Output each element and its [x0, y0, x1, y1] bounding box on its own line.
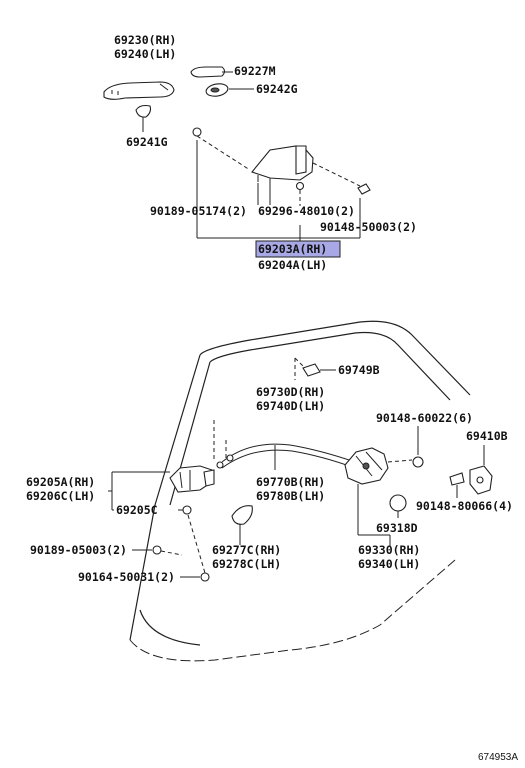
label-90148-60022: 90148-60022(6) — [376, 411, 473, 425]
label-69330-rh: 69330(RH) — [358, 543, 420, 557]
label-69730d-rh: 69730D(RH) — [256, 385, 325, 399]
handle-cover-69227M — [190, 66, 233, 78]
door-lock-part — [344, 447, 413, 546]
clip-69749B — [294, 357, 336, 380]
frame-leader-lines — [196, 135, 361, 245]
label-69780b-lh: 69780B(LH) — [256, 489, 325, 503]
pad-69241G — [135, 104, 152, 132]
label-90164-50031: 90164-50031(2) — [78, 570, 175, 584]
label-69204a-lh: 69204A(LH) — [258, 258, 327, 272]
striker-69410B — [449, 445, 493, 498]
label-69242g: 69242G — [256, 82, 298, 96]
diagram-id: 674953A — [478, 752, 518, 763]
inside-handle-part — [169, 465, 215, 515]
pad-69242G — [205, 83, 254, 97]
label-69296-48010: 69296-48010(2) — [258, 204, 355, 218]
outside-handle-part — [103, 81, 175, 100]
label-69410b: 69410B — [466, 429, 508, 443]
label-90189-05003: 90189-05003(2) — [30, 543, 127, 557]
label-69241g: 69241G — [126, 135, 168, 149]
bumper-69318D — [389, 494, 407, 518]
label-90148-50003: 90148-50003(2) — [320, 220, 417, 234]
label-69206c-lh: 69206C(LH) — [26, 489, 95, 503]
label-69770b-rh: 69770B(RH) — [256, 475, 325, 489]
screw-90148-60022 — [412, 426, 424, 468]
label-69205a-rh: 69205A(RH) — [26, 475, 95, 489]
door-outline — [129, 320, 471, 662]
left-leaders — [108, 471, 200, 578]
cable-part — [213, 420, 356, 470]
label-69205c: 69205C — [116, 503, 158, 517]
label-69318d: 69318D — [376, 521, 418, 535]
handle-frame-part — [192, 127, 371, 195]
label-90148-80066: 90148-80066(4) — [416, 499, 513, 513]
label-69278c-lh: 69278C(LH) — [212, 557, 281, 571]
label-69277c-rh: 69277C(RH) — [212, 543, 281, 557]
label-90189-05174: 90189-05174(2) — [150, 204, 247, 218]
bezel-part — [231, 505, 253, 545]
bolts-lower — [152, 514, 210, 582]
label-69740d-lh: 69740D(LH) — [256, 399, 325, 413]
highlight-box — [255, 240, 341, 258]
part-labels: 69230(RH) 69240(LH) 69227M 69242G 69241G… — [26, 33, 518, 763]
label-69230-rh: 69230(RH) — [114, 33, 176, 47]
label-69749b: 69749B — [338, 363, 380, 377]
label-69203a-rh: 69203A(RH) — [258, 242, 327, 256]
label-69227m: 69227M — [234, 64, 276, 78]
label-69240-lh: 69240(LH) — [114, 47, 176, 61]
label-69340-lh: 69340(LH) — [358, 557, 420, 571]
